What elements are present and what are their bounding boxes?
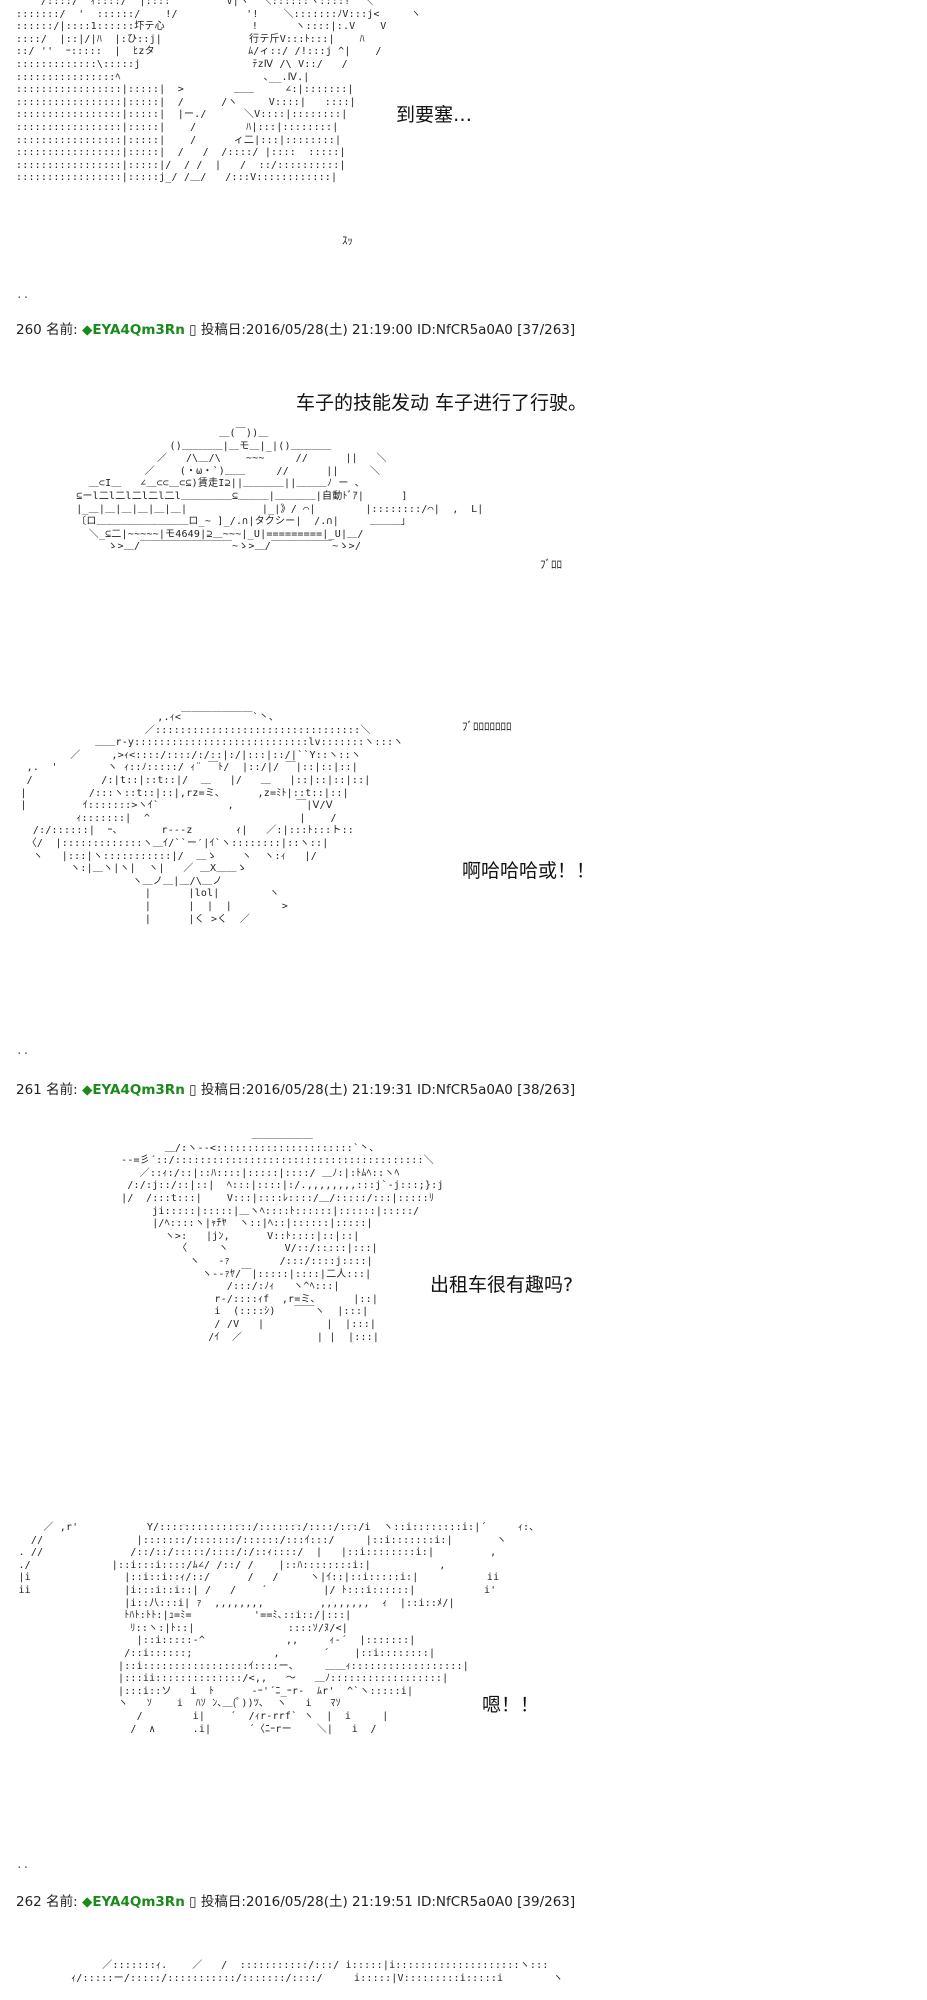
post-icon: ▯ bbox=[189, 1894, 197, 1910]
post-number: 261 bbox=[16, 1082, 42, 1098]
name-label: 名前: bbox=[46, 322, 78, 338]
post-icon: ▯ bbox=[189, 322, 197, 338]
separator-dots: .. bbox=[16, 1044, 30, 1057]
separator-dots: .. bbox=[16, 288, 30, 301]
post-index: [39/263] bbox=[517, 1894, 576, 1910]
tripcode-link[interactable]: ◆EYA4Qm3Rn bbox=[81, 1894, 185, 1910]
ascii-art-top: /::::/ ｨ::::/ |:::: V|ヽ ＼::::::ヽ::::! ＼ … bbox=[16, 0, 422, 184]
post-id[interactable]: ID:NfCR5a0A0 bbox=[416, 1082, 513, 1098]
post-number: 260 bbox=[16, 322, 42, 338]
tripcode-link[interactable]: ◆EYA4Qm3Rn bbox=[81, 1082, 185, 1098]
date-label: 投稿日: bbox=[200, 322, 246, 338]
post-header-261: 261 名前: ◆EYA4Qm3Rn ▯ 投稿日:2016/05/28(土) 2… bbox=[16, 1078, 575, 1098]
post-header-262: 262 名前: ◆EYA4Qm3Rn ▯ 投稿日:2016/05/28(土) 2… bbox=[16, 1890, 575, 1910]
ascii-art-bottom: ／:::::::ｨ. ／ / :::::::::::/:::/ i:::::|i… bbox=[71, 1960, 564, 1984]
tripcode-link[interactable]: ◆EYA4Qm3Rn bbox=[81, 322, 185, 338]
post-index: [37/263] bbox=[517, 322, 576, 338]
post-header-260: 260 名前: ◆EYA4Qm3Rn ▯ 投稿日:2016/05/28(土) 2… bbox=[16, 318, 575, 338]
dialogue-ahaha: 啊哈哈哈或！！ bbox=[462, 860, 596, 882]
post-id[interactable]: ID:NfCR5a0A0 bbox=[416, 1894, 513, 1910]
post-id[interactable]: ID:NfCR5a0A0 bbox=[416, 322, 513, 338]
sfx-buroro-long: ﾌﾞﾛﾛﾛﾛﾛﾛﾛ bbox=[462, 720, 512, 733]
post-date: 2016/05/28(土) 21:19:31 bbox=[245, 1082, 413, 1098]
dialogue-car-skill: 车子的技能发动 车子进行了行驶。 bbox=[296, 392, 588, 414]
dialogue-taxi-fun: 出租车很有趣吗? bbox=[430, 1274, 574, 1296]
date-label: 投稿日: bbox=[200, 1082, 246, 1098]
sfx-buroro: ﾌﾞﾛﾛ bbox=[540, 558, 562, 571]
post-icon: ▯ bbox=[189, 1082, 197, 1098]
ascii-art-nodding: ／ ,r' Y/:::::::::::::::/:::::::/::::/:::… bbox=[18, 1522, 535, 1735]
ascii-art-taxi: ＿(￣))＿ ()＿＿＿＿|＿モ＿|_|()＿＿＿＿ ／ /\＿/\ ~~~ /… bbox=[76, 428, 484, 553]
separator-dots: .. bbox=[16, 1858, 30, 1871]
name-label: 名前: bbox=[46, 1894, 78, 1910]
dialogue-en: 嗯！！ bbox=[482, 1694, 540, 1716]
post-date: 2016/05/28(土) 21:19:00 bbox=[245, 322, 413, 338]
dialogue-to-fortress: 到要塞… bbox=[396, 104, 473, 126]
ascii-art-laughing: ,.ｨ<￣￣￣￣￣￣￣`丶､ ／::::::::::::::::::::::::… bbox=[20, 712, 404, 925]
post-index: [38/263] bbox=[517, 1082, 576, 1098]
post-number: 262 bbox=[16, 1894, 42, 1910]
name-label: 名前: bbox=[46, 1082, 78, 1098]
post-date: 2016/05/28(土) 21:19:51 bbox=[245, 1894, 413, 1910]
date-label: 投稿日: bbox=[200, 1894, 246, 1910]
ascii-art-asking: ＿＿＿＿＿＿ ＿/:ヽ--<::::::::::::::::::::::`丶､ … bbox=[121, 1130, 444, 1343]
sfx-sutt: ｽｯ bbox=[342, 234, 353, 247]
